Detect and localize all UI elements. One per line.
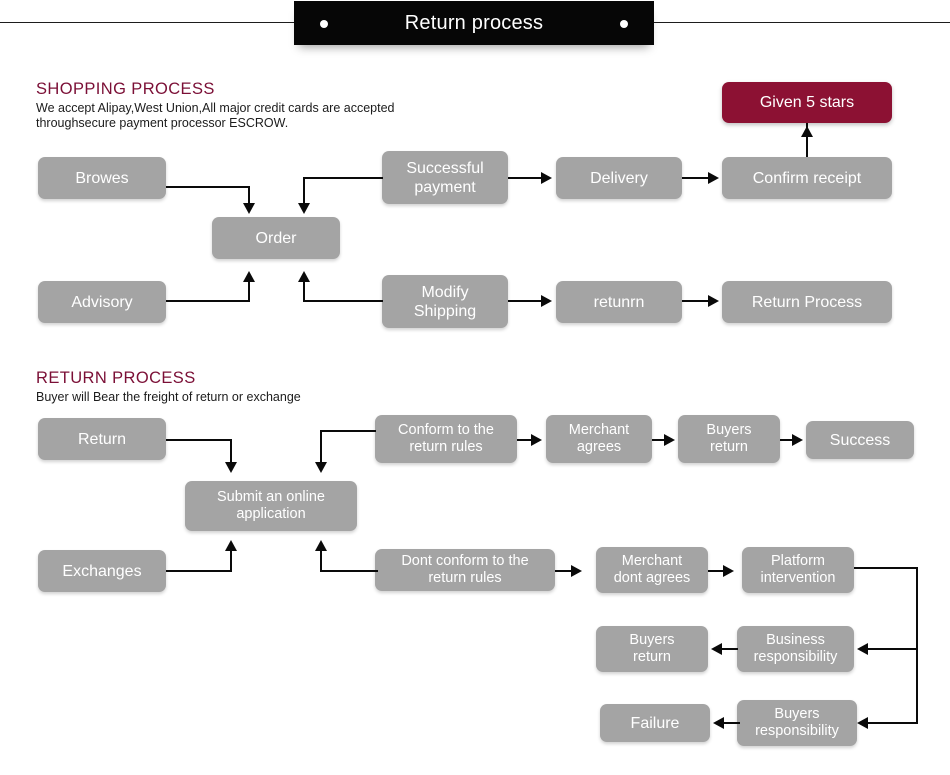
node-return-process[interactable]: Return Process: [722, 281, 892, 323]
node-failure[interactable]: Failure: [600, 704, 710, 742]
connector-modify-returnr: [508, 300, 544, 302]
node-delivery[interactable]: Delivery: [556, 157, 682, 199]
arrowhead-down-submit-left-icon: [225, 462, 237, 473]
arrowhead-right-returnr-icon: [541, 295, 552, 307]
header-banner: Return process: [294, 1, 654, 45]
header-rule-left: [0, 22, 300, 23]
arrowhead-up-submit-right-icon: [315, 540, 327, 551]
page-title: Return process: [404, 12, 544, 34]
arrowhead-right-merchant-dont-agrees-icon: [571, 565, 582, 577]
node-platform-intervention[interactable]: Platform intervention: [742, 547, 854, 593]
connector-payment-down: [303, 177, 305, 206]
connector-return-down: [230, 439, 232, 465]
connector-payment-delivery: [508, 177, 544, 179]
node-buyers-return-bottom[interactable]: Buyers return: [596, 626, 708, 672]
connector-platform-right: [854, 567, 918, 569]
node-business-responsibility[interactable]: Business responsibility: [737, 626, 854, 672]
connector-exchanges-up: [230, 550, 232, 572]
node-conform-rules[interactable]: Conform to the return rules: [375, 415, 517, 463]
connector-returnr-returnprocess: [682, 300, 710, 302]
arrowhead-right-confirm-icon: [708, 172, 719, 184]
connector-business-buyersreturn: [722, 648, 738, 650]
connector-buyersresp-failure: [724, 722, 740, 724]
connector-confirm-to-stars: [806, 123, 808, 158]
connector-browes-down: [248, 186, 250, 206]
node-returnr[interactable]: retunrn: [556, 281, 682, 323]
node-exchanges[interactable]: Exchanges: [38, 550, 166, 592]
banner-dot-left-icon: [320, 20, 328, 28]
arrowhead-right-buyers-return-icon: [664, 434, 675, 446]
connector-return-right: [166, 439, 232, 441]
connector-bus-buyersresp: [868, 722, 918, 724]
arrowhead-left-business-icon: [857, 643, 868, 655]
node-confirm-receipt[interactable]: Confirm receipt: [722, 157, 892, 199]
node-dont-conform-rules[interactable]: Dont conform to the return rules: [375, 549, 555, 591]
arrowhead-up-order-right-icon: [298, 271, 310, 282]
node-merchant-agrees[interactable]: Merchant agrees: [546, 415, 652, 463]
node-merchant-dont-agrees[interactable]: Merchant dont agrees: [596, 547, 708, 593]
connector-browes-right: [166, 186, 250, 188]
connector-conform-down: [320, 430, 322, 465]
arrowhead-left-failure-icon: [713, 717, 724, 729]
arrowhead-right-success-icon: [792, 434, 803, 446]
connector-delivery-confirm: [682, 177, 710, 179]
arrowhead-down-submit-right-icon: [315, 462, 327, 473]
connector-dontconform-left: [320, 570, 378, 572]
connector-merchant-buyersreturn: [652, 439, 665, 441]
connector-buyersreturn-success: [780, 439, 793, 441]
shopping-section-title: SHOPPING PROCESS: [36, 80, 215, 98]
arrowhead-down-order-right-icon: [298, 203, 310, 214]
connector-advisory-up: [248, 281, 250, 302]
connector-dontconform-merchantdont: [555, 570, 573, 572]
connector-modify-left: [303, 300, 383, 302]
header-rule-right: [650, 22, 950, 23]
connector-merchantdont-platform: [708, 570, 725, 572]
connector-bus-business: [868, 648, 918, 650]
arrowhead-right-delivery-icon: [541, 172, 552, 184]
connector-conform-left: [320, 430, 376, 432]
node-given-5-stars[interactable]: Given 5 stars: [722, 82, 892, 123]
node-successful-payment[interactable]: Successful payment: [382, 151, 508, 204]
node-buyers-responsibility[interactable]: Buyers responsibility: [737, 700, 857, 746]
connector-conform-merchant: [517, 439, 533, 441]
node-browes[interactable]: Browes: [38, 157, 166, 199]
node-success[interactable]: Success: [806, 421, 914, 459]
shopping-section-subtitle: We accept Alipay,West Union,All major cr…: [36, 101, 395, 130]
connector-bus-vertical: [916, 567, 918, 723]
node-return[interactable]: Return: [38, 418, 166, 460]
arrowhead-up-submit-left-icon: [225, 540, 237, 551]
node-buyers-return-top[interactable]: Buyers return: [678, 415, 780, 463]
arrowhead-left-buyers-responsibility-icon: [857, 717, 868, 729]
arrowhead-left-buyers-return-bottom-icon: [711, 643, 722, 655]
node-submit-online-application[interactable]: Submit an online application: [185, 481, 357, 531]
node-order[interactable]: Order: [212, 217, 340, 259]
arrowhead-down-order-left-icon: [243, 203, 255, 214]
return-section-title: RETURN PROCESS: [36, 369, 196, 387]
connector-advisory-right: [166, 300, 250, 302]
banner-dot-right-icon: [620, 20, 628, 28]
arrowhead-right-platform-icon: [723, 565, 734, 577]
connector-payment-left: [303, 177, 383, 179]
node-modify-shipping[interactable]: Modify Shipping: [382, 275, 508, 328]
return-section-subtitle: Buyer will Bear the freight of return or…: [36, 390, 301, 404]
connector-dontconform-up: [320, 550, 322, 572]
connector-exchanges-right: [166, 570, 232, 572]
connector-modify-up: [303, 281, 305, 302]
arrowhead-up-order-left-icon: [243, 271, 255, 282]
arrowhead-right-merchant-agrees-icon: [531, 434, 542, 446]
arrowhead-up-stars-icon: [801, 126, 813, 137]
arrowhead-right-returnprocess-icon: [708, 295, 719, 307]
node-advisory[interactable]: Advisory: [38, 281, 166, 323]
